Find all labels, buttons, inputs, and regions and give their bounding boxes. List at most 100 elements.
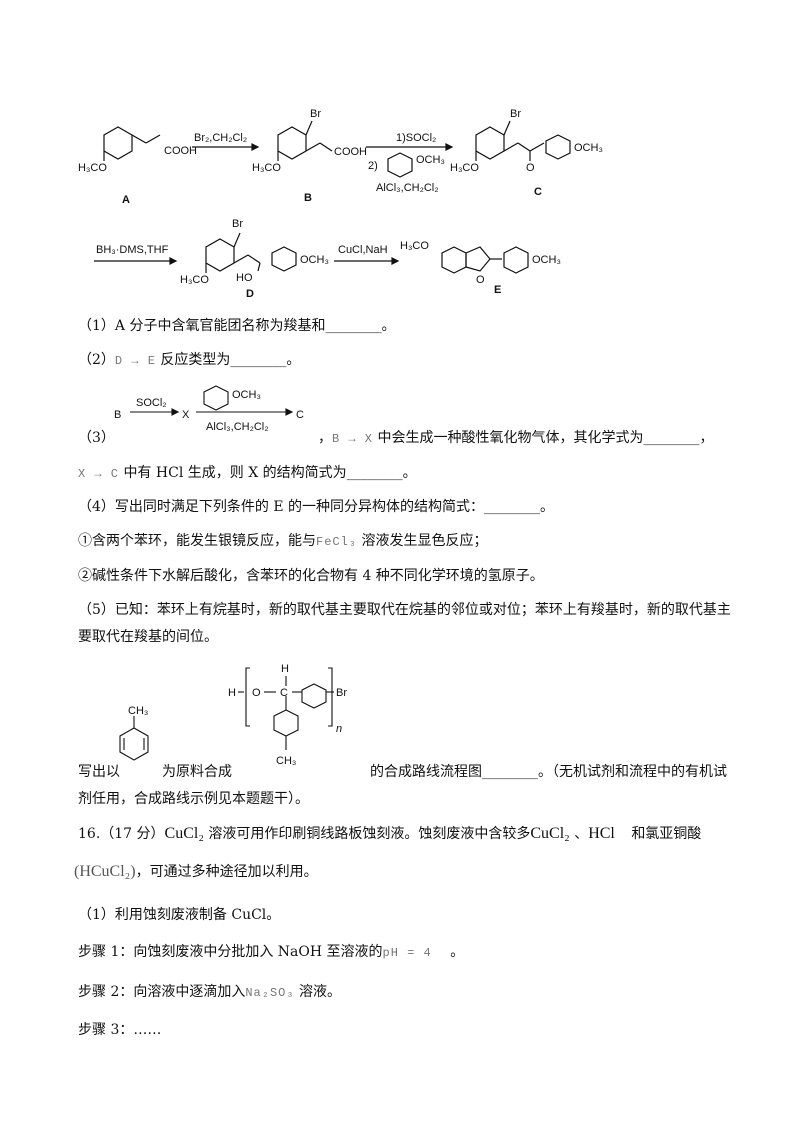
reagent-3: BH₃·DMS,THF bbox=[96, 244, 169, 256]
q3-prefix: （3） bbox=[78, 430, 115, 446]
label-h3co-c: H₃CO bbox=[450, 162, 479, 174]
q3-scheme-reagent2: AlCl₃,CH₂Cl₂ bbox=[206, 421, 269, 433]
q5-write-mid: 为原料合成 bbox=[162, 764, 232, 780]
label-cooh-b: COOH bbox=[334, 146, 367, 158]
furan-ring-e bbox=[465, 246, 491, 272]
reagent-2-och3: OCH₃ bbox=[416, 154, 445, 166]
toluene-ch3-label: CH₃ bbox=[128, 705, 148, 717]
q5-line-last: 剂任用，合成路线示例见本题题干）。 bbox=[78, 791, 309, 807]
anisole-ring-reagent bbox=[387, 152, 413, 178]
q5-line2: 要取代在羧基的间位。 bbox=[78, 629, 218, 645]
phenylene-ring bbox=[301, 683, 327, 709]
label-cooh-a: COOH bbox=[164, 145, 197, 157]
compound-label-b: B bbox=[304, 192, 312, 204]
label-och3-c: OCH₃ bbox=[574, 142, 603, 154]
q4-stem: （4）写出同时满足下列条件的 E 的一种同分异构体的结构简式：________。 bbox=[78, 499, 555, 515]
q16-number: 16.（17 分） bbox=[78, 826, 165, 842]
q3-formula2: X → C bbox=[78, 467, 120, 481]
q4-condition-2: ②碱性条件下水解后酸化，含苯环的化合物有 4 种不同化学环境的氢原子。 bbox=[78, 568, 544, 584]
q16-formula-cucl2-b: CuCl₂ bbox=[530, 825, 570, 842]
q16-step1-suffix: 。 bbox=[450, 944, 465, 960]
question-2: （2）D → E 反应类型为________。 bbox=[78, 350, 300, 371]
poly-n: n bbox=[336, 723, 342, 735]
compound-label-c: C bbox=[534, 186, 542, 198]
compound-label-e: E bbox=[494, 284, 501, 296]
compound-label-a: A bbox=[122, 194, 130, 206]
reaction-scheme: COOH H₃CO A Br₂,CH₂Cl₂ Br COOH H₃CO B 1)… bbox=[78, 108, 603, 300]
q16-step1-prefix: 步骤 1：向蚀刻废液中分批加入 NaOH 至溶液的 bbox=[78, 944, 383, 960]
poly-ch3: CH₃ bbox=[276, 755, 296, 767]
q3-scheme-b: B bbox=[114, 409, 121, 421]
bracket-left bbox=[245, 667, 250, 727]
poly-c: C bbox=[280, 687, 288, 699]
q16-step1-formula: pH = 4 bbox=[382, 946, 432, 960]
benzene-ring-c2 bbox=[545, 134, 571, 160]
q3-line2: X → C 中有 HCl 生成，则 X 的结构简式为________。 bbox=[78, 463, 417, 484]
q16-part1: （1）利用蚀刻废液制备 CuCl。 bbox=[78, 907, 281, 923]
q5-line1: （5）已知：苯环上有烷基时，新的取代基主要取代在烷基的邻位或对位；苯环上有羧基时… bbox=[78, 602, 731, 618]
poly-br: Br bbox=[336, 687, 347, 699]
label-h3co-e: H₃CO bbox=[400, 240, 429, 252]
q4-cond1-prefix: ①含两个苯环，能发生银镜反应，能与 bbox=[78, 533, 316, 549]
q3-scheme: B SOCl₂ X OCH₃ AlCl₃,CH₂Cl₂ C bbox=[114, 385, 304, 433]
reagent-2-mid: 2) bbox=[368, 160, 378, 172]
label-ho-d: HO bbox=[236, 272, 253, 284]
q16-step2-prefix: 步骤 2：向溶液中逐滴加入 bbox=[78, 984, 246, 1000]
reagent-4: CuCl,NaH bbox=[338, 244, 388, 256]
q16-text3: ，可通过多种途径加以利用。 bbox=[135, 864, 318, 880]
label-br-b: Br bbox=[310, 108, 321, 120]
q5-write-prefix: 写出以 bbox=[78, 764, 120, 780]
reagent-1: Br₂,CH₂Cl₂ bbox=[194, 132, 247, 144]
label-o-c: O bbox=[526, 162, 535, 174]
q16-line1: 16.（17 分）CuCl₂ 溶液可用作印刷铜线路板蚀刻液。蚀刻废液中含较多Cu… bbox=[78, 824, 701, 844]
q16-text1: 溶液可用作印刷铜线路板蚀刻液。蚀刻废液中含较多 bbox=[208, 826, 531, 842]
anisole-ring-q3 bbox=[203, 385, 229, 411]
reagent-2-top: 1)SOCl₂ bbox=[396, 132, 436, 144]
q16-step1: 步骤 1：向蚀刻废液中分批加入 NaOH 至溶液的pH = 4 。 bbox=[78, 942, 464, 963]
q3-scheme-reagent: SOCl₂ bbox=[136, 397, 167, 409]
q16-step2: 步骤 2：向溶液中逐滴加入Na₂SO₃ 溶液。 bbox=[78, 982, 341, 1003]
q16-formula-hcucl2: (HCuCl₂) bbox=[74, 863, 136, 880]
q16-line2: (HCuCl₂)，可通过多种途径加以利用。 bbox=[74, 862, 318, 882]
label-h3co-b: H₃CO bbox=[252, 162, 281, 174]
label-och3-e: OCH₃ bbox=[532, 254, 561, 266]
q5-write-suffix: 的合成路线流程图________。（无机试剂和流程中的有机试 bbox=[370, 764, 727, 780]
label-h3co-d: H₃CO bbox=[180, 274, 209, 286]
q16-step2-formula: Na₂SO₃ bbox=[245, 986, 295, 1000]
reagent-2-bottom: AlCl₃,CH₂Cl₂ bbox=[376, 182, 439, 194]
benzene-ring-c bbox=[475, 126, 505, 160]
poly-o: O bbox=[252, 687, 261, 699]
q16-formula-cucl2: CuCl₂ bbox=[164, 825, 204, 842]
q3-line1: ，B → X 中会生成一种酸性氧化物气体，其化学式为________， bbox=[318, 428, 713, 449]
label-och3-d: OCH₃ bbox=[300, 254, 329, 266]
label-h3co-a: H₃CO bbox=[78, 162, 107, 174]
q4-condition-1: ①含两个苯环，能发生银镜反应，能与FeCl₃ 溶液发生显色反应； bbox=[78, 531, 487, 552]
q16-text2: 和氯亚铜酸 bbox=[631, 826, 702, 842]
poly-h-top: H bbox=[281, 663, 289, 675]
label-br-c: Br bbox=[510, 108, 521, 120]
benzene-ring-b bbox=[277, 126, 307, 160]
bracket-right bbox=[328, 667, 333, 727]
q4-cond1-suffix: 溶液发生显色反应； bbox=[361, 533, 488, 549]
q2-formula: D → E bbox=[114, 354, 156, 368]
toluene-structure: CH₃ bbox=[119, 705, 149, 761]
q16-step2-suffix: 溶液。 bbox=[299, 984, 342, 1000]
benzene-ring-d bbox=[205, 238, 235, 272]
q2-suffix: 反应类型为________。 bbox=[160, 352, 301, 368]
benzene-ring-a bbox=[103, 126, 133, 160]
q16-sep: 、 bbox=[574, 826, 589, 842]
q3-line2-text: 中有 HCl 生成，则 X 的结构简式为________。 bbox=[123, 465, 417, 481]
poly-h-left: H bbox=[228, 687, 236, 699]
q3-comma: ， bbox=[318, 430, 332, 446]
benzene-ring-e2 bbox=[503, 246, 529, 274]
benzene-ring-d2 bbox=[271, 246, 297, 272]
question-1: （1）A 分子中含氧官能团名称为羧基和________。 bbox=[78, 318, 396, 334]
q16-step3: 步骤 3：…… bbox=[78, 1022, 162, 1038]
q2-prefix: （2） bbox=[78, 352, 115, 368]
q16-formula-hcl: HCl bbox=[588, 825, 615, 842]
q4-cond1-formula: FeCl₃ bbox=[316, 535, 358, 549]
tolyl-ring bbox=[273, 709, 299, 737]
benzene-ring-e bbox=[441, 246, 467, 274]
q3-scheme-c: C bbox=[296, 409, 304, 421]
label-br-d: Br bbox=[232, 218, 243, 230]
